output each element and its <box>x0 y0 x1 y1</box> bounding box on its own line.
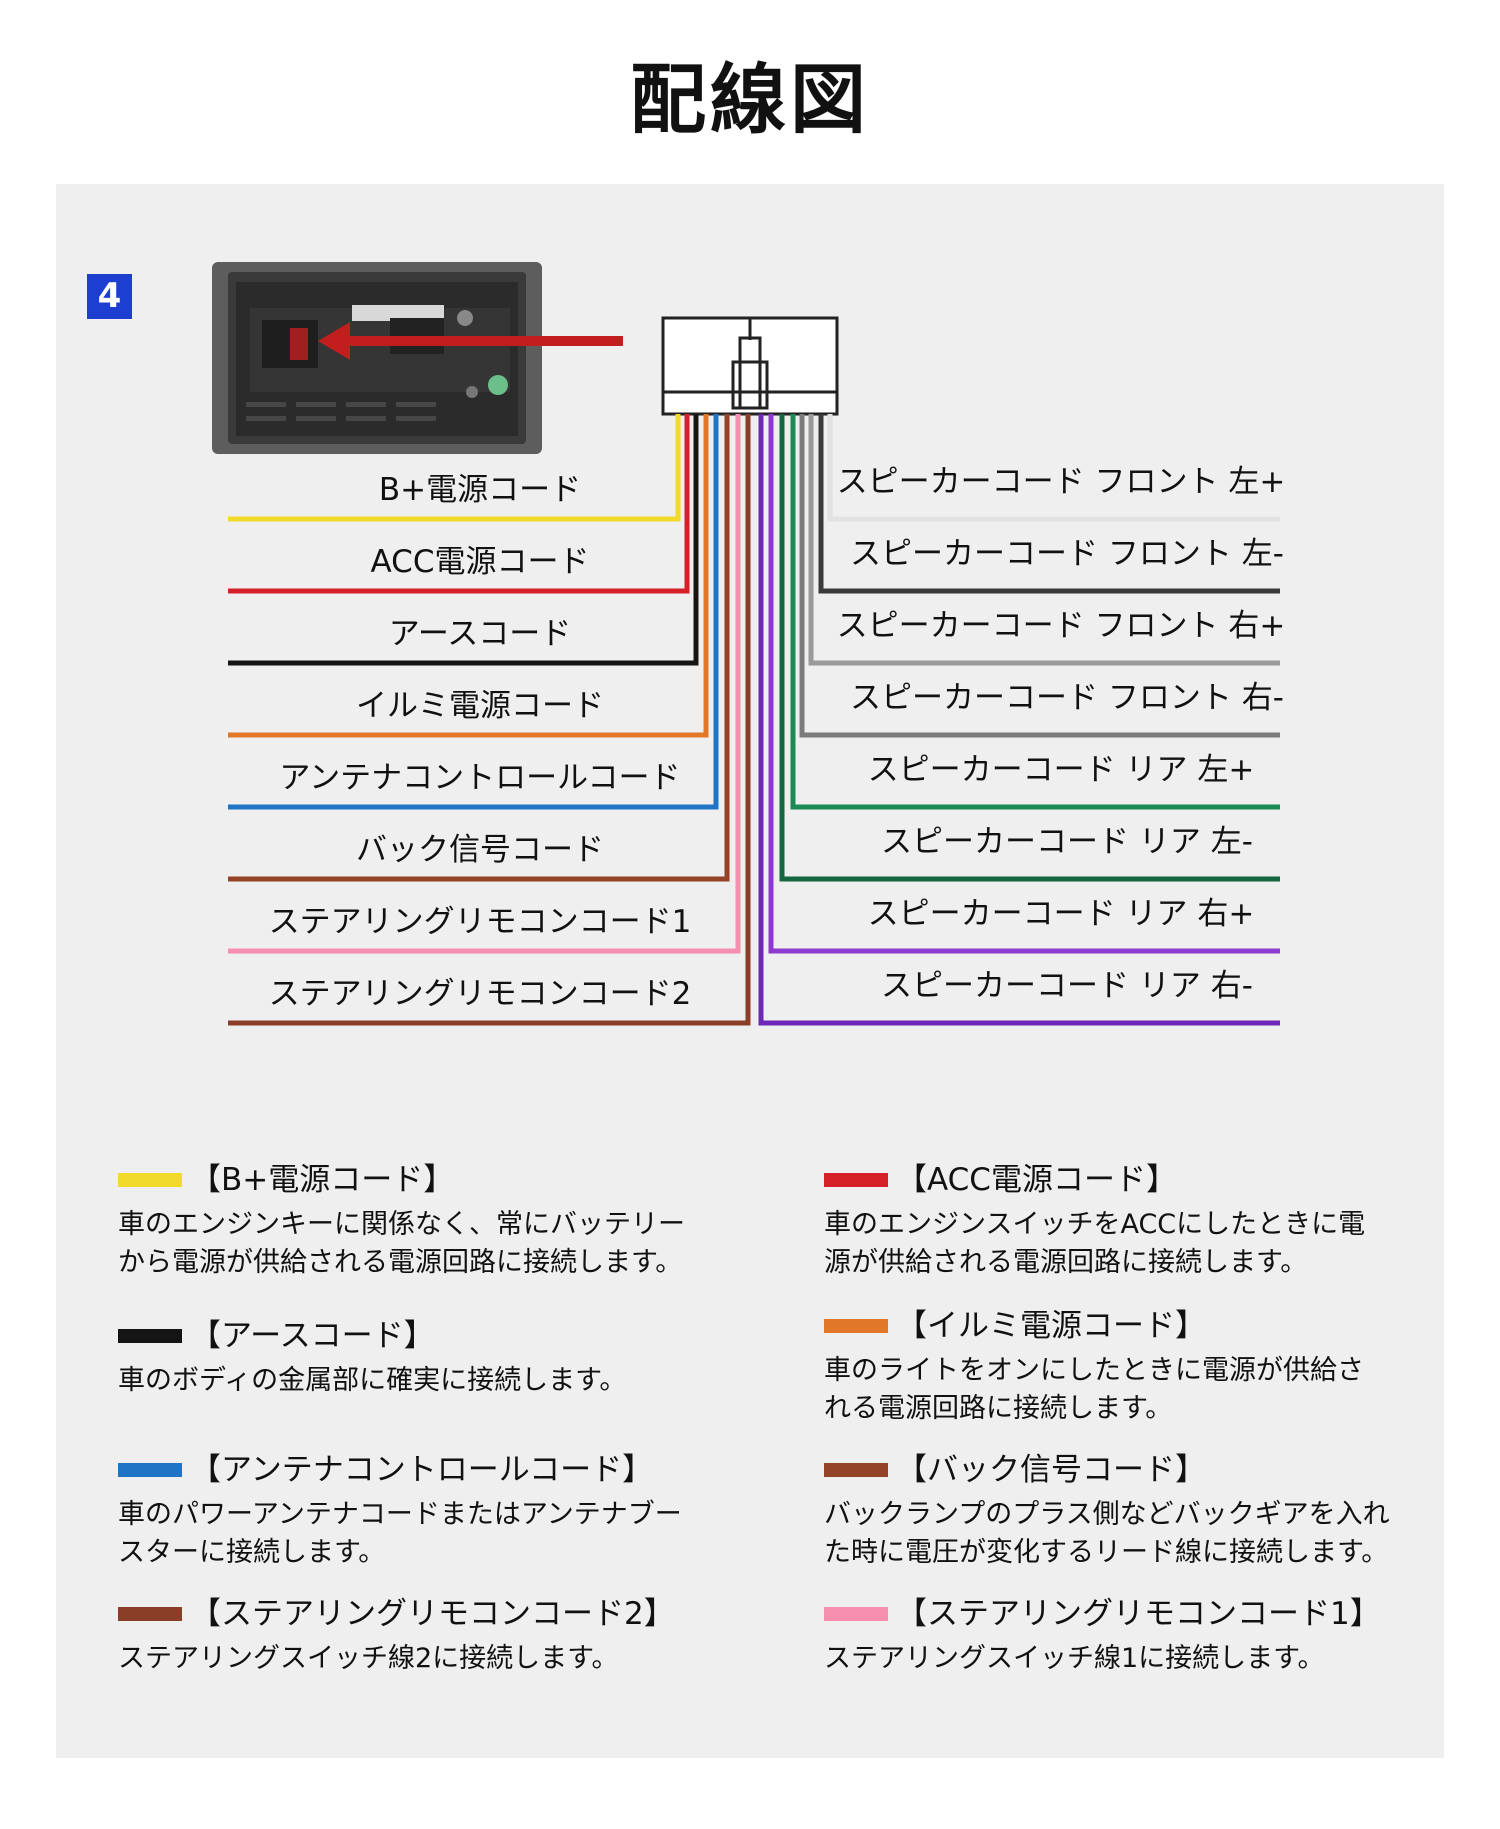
legend-item-illumi: 【イルミ電源コード】 車のライトをオンにしたときに電源が供給さ れる電源回路に接… <box>824 1306 1424 1428</box>
wire-connector <box>661 316 839 416</box>
wire-label-left: イルミ電源コード <box>356 688 604 724</box>
legend-swatch <box>824 1173 888 1187</box>
legend-item-steering-2: 【ステアリングリモコンコード2】 ステアリングスイッチ線2に接続します。 <box>118 1594 718 1678</box>
wire-label-left: B+電源コード <box>378 472 582 508</box>
legend-title: 【アースコード】 <box>190 1317 435 1354</box>
wire-label-right: スピーカーコード リア 左- <box>881 824 1253 860</box>
legend-swatch <box>118 1329 182 1343</box>
wire-label-left: アンテナコントロールコード <box>279 760 681 796</box>
wire-label-left: ステアリングリモコンコード1 <box>268 904 692 940</box>
legend-title: 【ACC電源コード】 <box>896 1161 1177 1198</box>
wire-left-8 <box>228 414 751 1026</box>
step-badge: 4 <box>87 274 132 319</box>
wire-left-4 <box>228 414 709 738</box>
legend-item-ground: 【アースコード】 車のボディの金属部に確実に接続します。 <box>118 1316 718 1400</box>
wire-label-right: スピーカーコード フロント 右- <box>850 680 1284 716</box>
legend-swatch <box>824 1319 888 1333</box>
wire-left-6 <box>228 414 730 882</box>
legend-swatch <box>824 1607 888 1621</box>
wires-layer <box>228 414 1280 1026</box>
wire-right-8 <box>758 414 1280 1026</box>
legend-item-b-plus: 【B+電源コード】 車のエンジンキーに関係なく、常にバッテリー から電源が供給さ… <box>118 1160 718 1282</box>
wire-label-right: スピーカーコード リア 右- <box>881 968 1253 1004</box>
legend-item-back-signal: 【バック信号コード】 バックランプのプラス側などバックギアを入れ た時に電圧が変… <box>824 1450 1424 1572</box>
page-title: 配線図 <box>630 55 870 144</box>
legend-description: ステアリングスイッチ線2に接続します。 <box>118 1643 619 1674</box>
legend-title: 【バック信号コード】 <box>896 1451 1206 1488</box>
legend-item-acc: 【ACC電源コード】 車のエンジンスイッチをACCにしたときに電 源が供給される… <box>824 1160 1424 1282</box>
legend-description: ステアリングスイッチ線1に接続します。 <box>824 1643 1325 1674</box>
arrow-icon <box>318 322 623 360</box>
wire-label-right: スピーカーコード フロント 左+ <box>836 464 1286 500</box>
legend-swatch <box>118 1463 182 1477</box>
legend-title: 【ステアリングリモコンコード1】 <box>896 1595 1381 1632</box>
wire-label-left: ステアリングリモコンコード2 <box>268 976 692 1012</box>
wire-right-7 <box>768 414 1280 954</box>
legend-description: 車のライトをオンにしたときに電源が供給さ れる電源回路に接続します。 <box>824 1355 1364 1424</box>
legend-item-antenna: 【アンテナコントロールコード】 車のパワーアンテナコードまたはアンテナブー スタ… <box>118 1450 718 1572</box>
legend-title: 【B+電源コード】 <box>190 1161 455 1198</box>
legend-title: 【イルミ電源コード】 <box>896 1307 1206 1344</box>
legend-title: 【ステアリングリモコンコード2】 <box>190 1595 675 1632</box>
wire-left-5 <box>228 414 719 810</box>
legend-description: 車のパワーアンテナコードまたはアンテナブー スターに接続します。 <box>118 1499 682 1568</box>
wire-right-6 <box>779 414 1280 882</box>
wire-label-right: スピーカーコード フロント 右+ <box>836 608 1286 644</box>
wire-left-2 <box>228 414 690 594</box>
wire-label-left: バック信号コード <box>356 832 604 868</box>
wire-left-7 <box>228 414 741 954</box>
legend-title: 【アンテナコントロールコード】 <box>190 1451 654 1488</box>
legend-swatch <box>824 1463 888 1477</box>
wire-label-left: ACC電源コード <box>370 544 590 580</box>
legend-swatch <box>118 1173 182 1187</box>
legend-description: 車のボディの金属部に確実に接続します。 <box>118 1365 627 1396</box>
wire-left-1 <box>228 414 681 522</box>
legend-item-steering-1: 【ステアリングリモコンコード1】 ステアリングスイッチ線1に接続します。 <box>824 1594 1424 1678</box>
wire-label-right: スピーカーコード フロント 左- <box>850 536 1284 572</box>
wire-right-4 <box>799 414 1280 738</box>
head-unit-image <box>212 262 542 454</box>
wire-label-right: スピーカーコード リア 右+ <box>867 896 1255 932</box>
wire-right-1 <box>827 414 1280 522</box>
legend-swatch <box>118 1607 182 1621</box>
wire-label-left: アースコード <box>388 616 572 652</box>
wire-right-5 <box>790 414 1280 810</box>
wire-right-3 <box>808 414 1280 666</box>
legend-description: バックランプのプラス側などバックギアを入れ た時に電圧が変化するリード線に接続し… <box>824 1499 1390 1568</box>
legend-description: 車のエンジンスイッチをACCにしたときに電 源が供給される電源回路に接続します。 <box>824 1209 1366 1278</box>
wire-right-2 <box>818 414 1280 594</box>
wire-label-right: スピーカーコード リア 左+ <box>867 752 1255 788</box>
wiring-diagram <box>212 262 1280 1026</box>
legend-description: 車のエンジンキーに関係なく、常にバッテリー から電源が供給される電源回路に接続し… <box>118 1209 685 1278</box>
wire-left-3 <box>228 414 699 666</box>
